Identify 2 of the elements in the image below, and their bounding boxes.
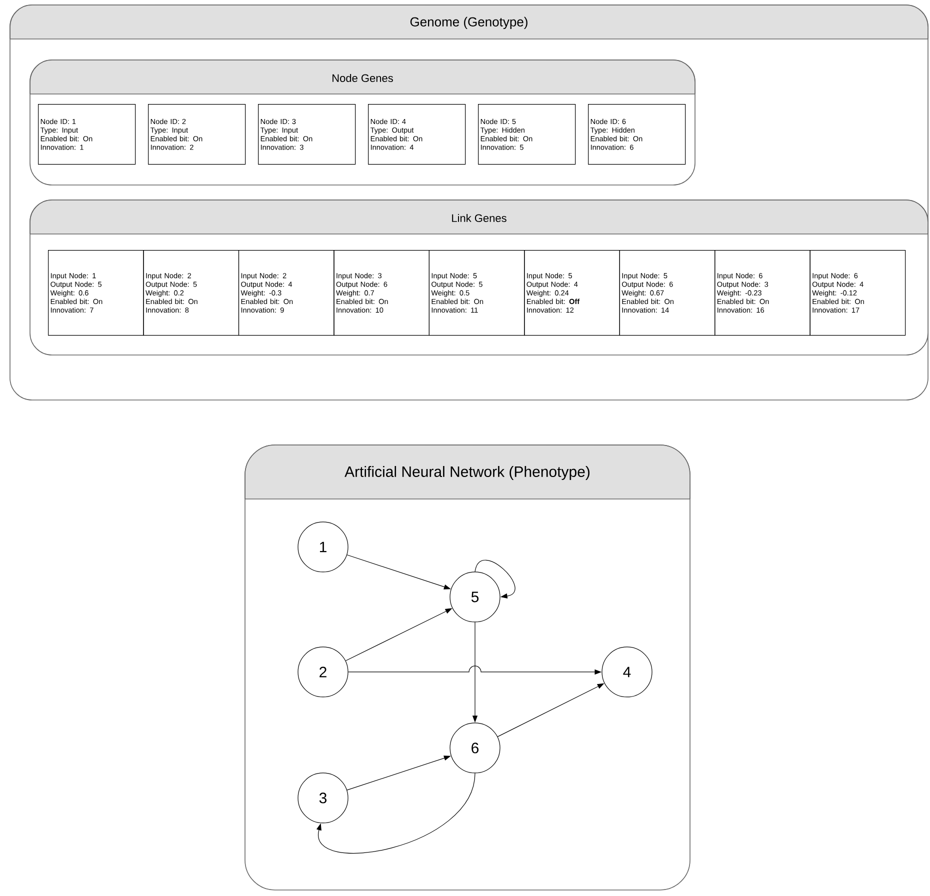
arrow [316,772,476,854]
arrow [474,560,516,599]
